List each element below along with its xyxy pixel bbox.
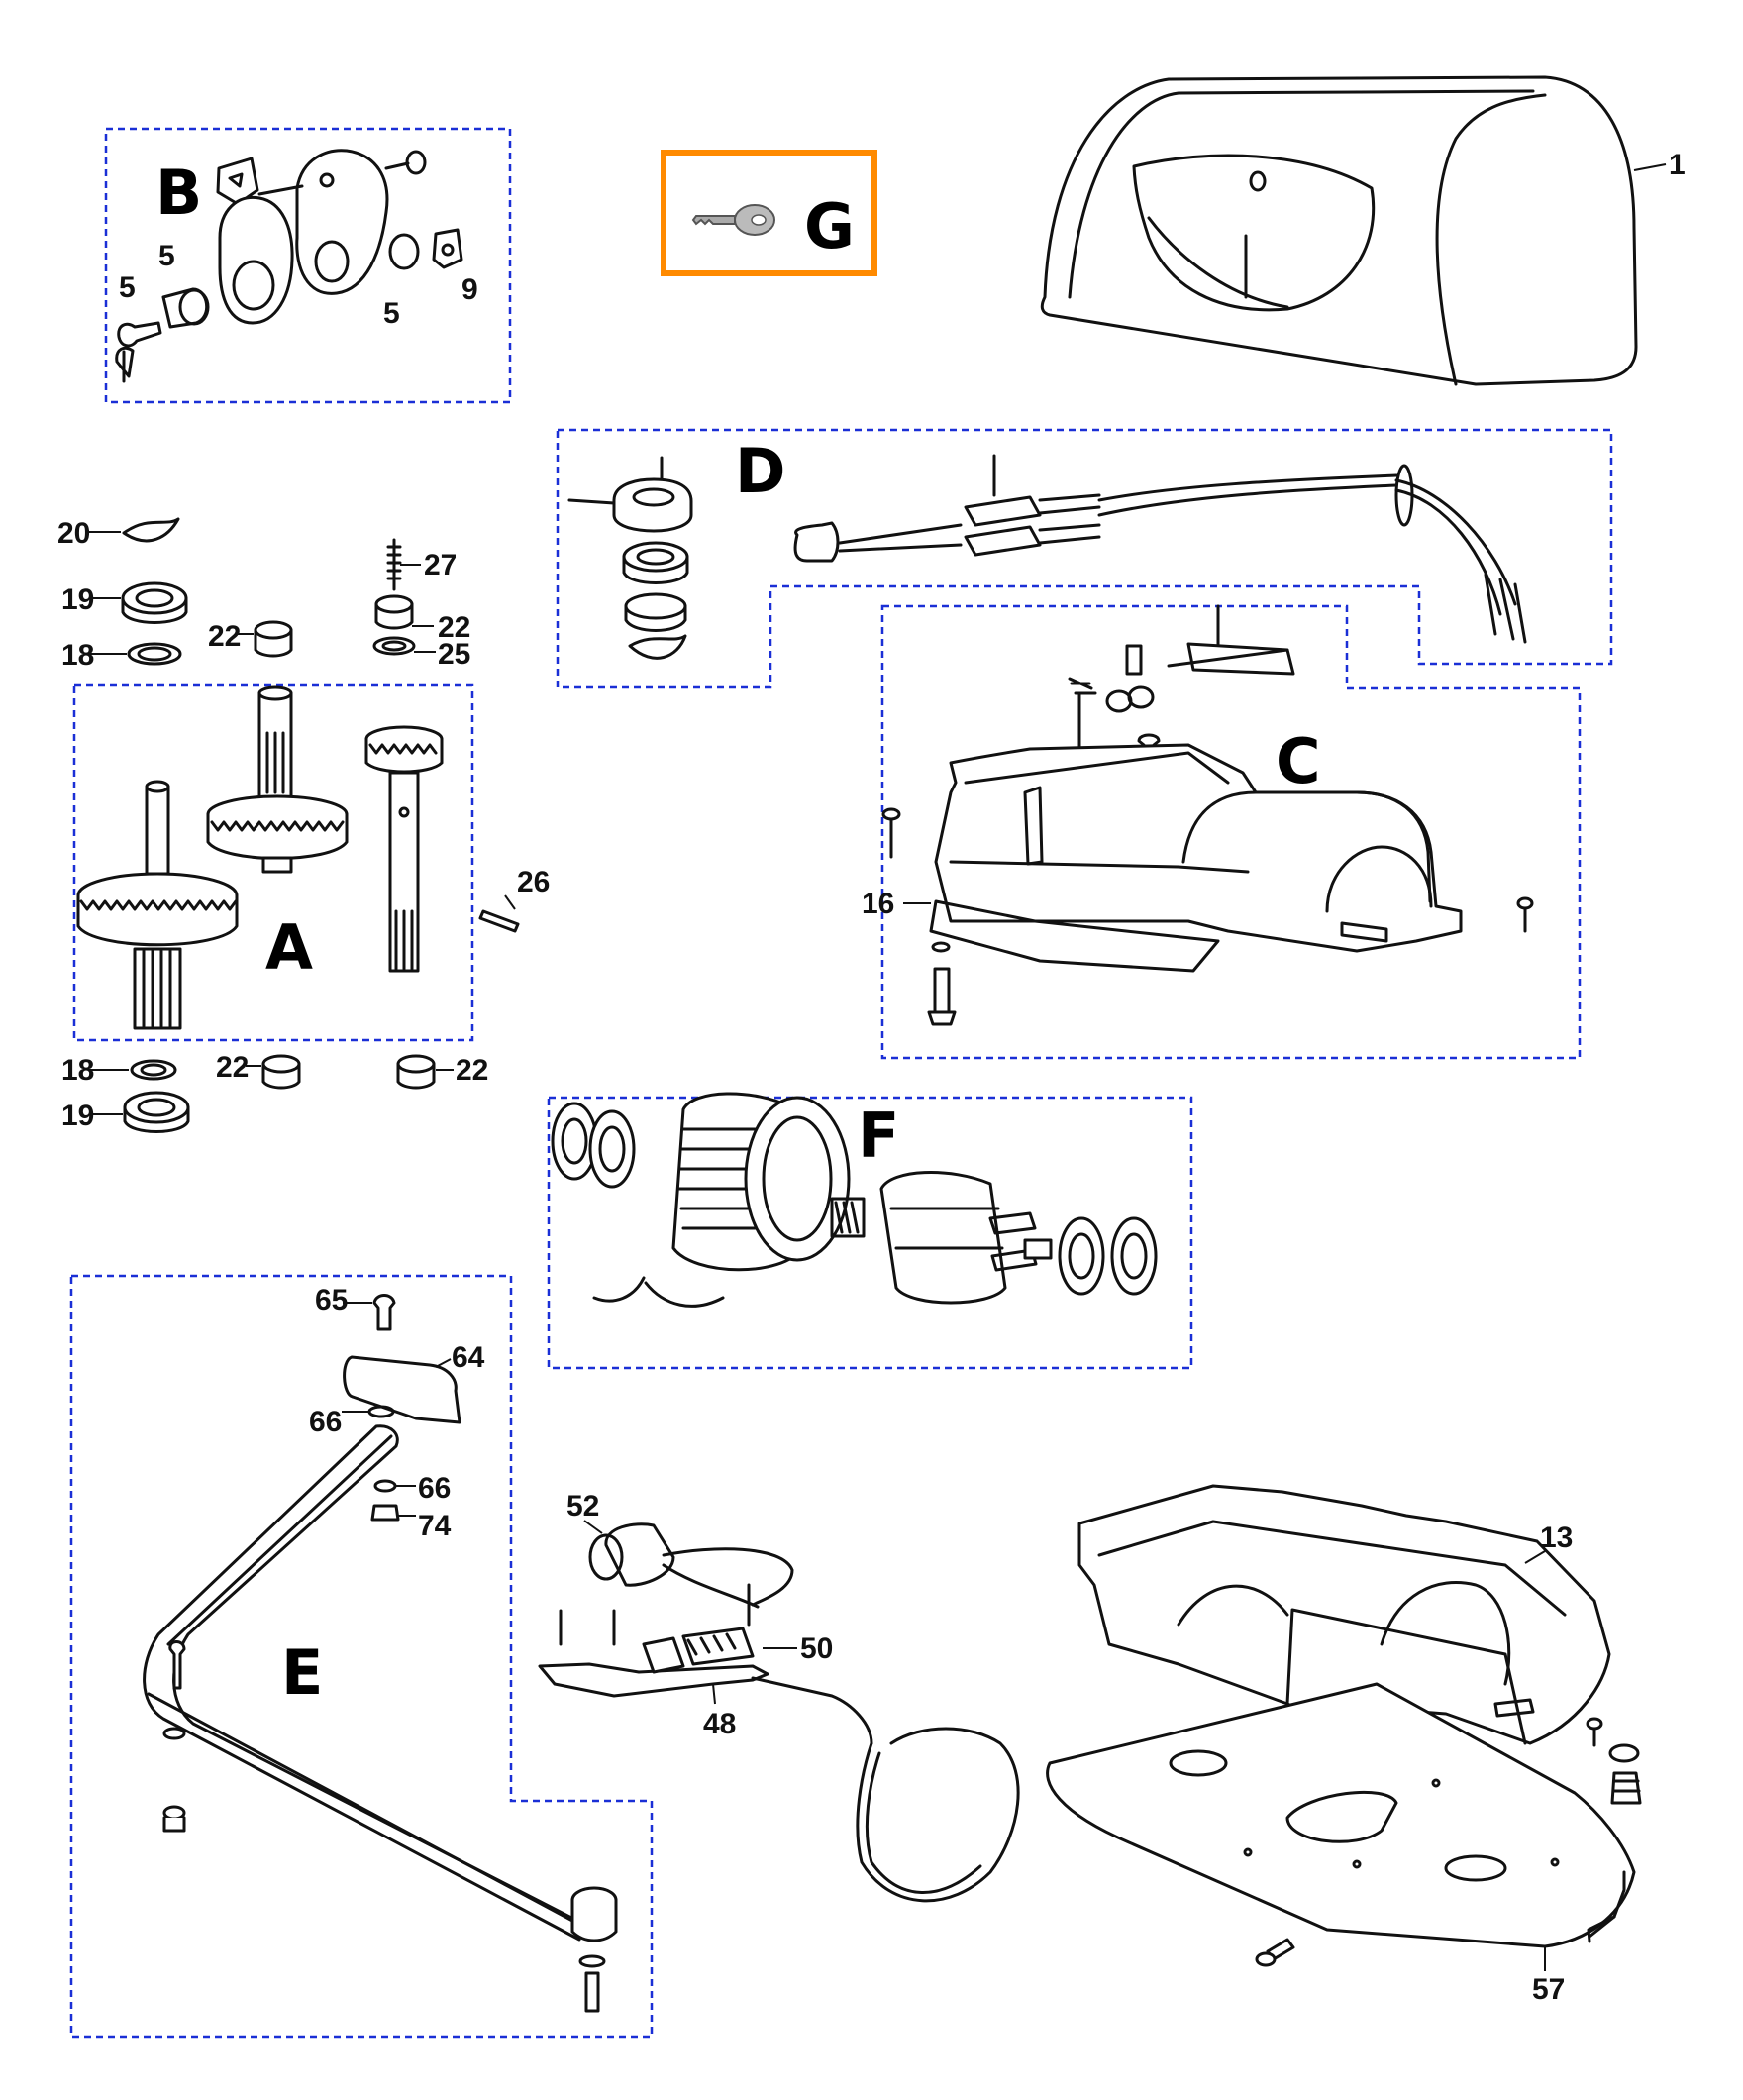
callout-b-5a: 5 <box>119 271 136 304</box>
callout-74: 74 <box>418 1510 452 1542</box>
callout-64: 64 <box>452 1341 485 1374</box>
limit-switch-assembly <box>567 454 1527 660</box>
callout-13: 13 <box>1540 1522 1573 1554</box>
electrical-parts <box>538 1520 1020 1903</box>
callout-25: 25 <box>438 638 470 671</box>
motor-assembly <box>551 1092 1158 1308</box>
group-label-b: B <box>155 157 202 229</box>
bearing-parts-lower <box>89 1054 454 1133</box>
callout-27: 27 <box>424 549 457 581</box>
callout-19b: 19 <box>61 1100 94 1132</box>
frame-group-d <box>556 428 1613 689</box>
callout-22c: 22 <box>216 1051 249 1084</box>
callout-22b: 22 <box>438 611 470 644</box>
frame-group-a <box>72 683 474 1042</box>
callout-1: 1 <box>1669 149 1686 181</box>
callout-26: 26 <box>517 866 550 898</box>
callout-57: 57 <box>1532 1973 1565 2006</box>
callout-66b: 66 <box>418 1472 451 1505</box>
callout-18b: 18 <box>61 1054 94 1087</box>
bearing-parts-upper <box>89 517 436 666</box>
cover-housing <box>1040 75 1667 386</box>
key-icon <box>691 204 775 236</box>
callout-b-5c: 5 <box>383 297 400 330</box>
callout-65: 65 <box>315 1284 348 1316</box>
group-label-d: D <box>735 435 785 507</box>
lock-assembly <box>115 149 463 383</box>
group-label-e: E <box>281 1636 323 1709</box>
base-plate <box>1046 1682 1642 1971</box>
callout-52: 52 <box>566 1490 599 1522</box>
callout-66a: 66 <box>309 1406 342 1438</box>
callout-18a: 18 <box>61 639 94 672</box>
arm-assembly <box>143 1294 618 2013</box>
gearbox-housing <box>881 604 1534 1026</box>
group-label-f: F <box>858 1100 899 1172</box>
callout-16: 16 <box>862 888 894 920</box>
frame-group-f <box>547 1096 1193 1370</box>
group-label-c: C <box>1276 725 1321 797</box>
callout-b-9: 9 <box>461 273 478 306</box>
frame-group-e <box>69 1274 654 2039</box>
callout-50: 50 <box>800 1632 833 1665</box>
pin-26 <box>478 894 520 933</box>
frame-group-c <box>880 604 1582 1060</box>
gear-shaft-assembly <box>76 685 444 1030</box>
callout-b-5b: 5 <box>158 240 175 272</box>
frame-group-b <box>104 127 512 404</box>
callout-22a: 22 <box>208 620 241 653</box>
callout-22d: 22 <box>456 1054 488 1087</box>
callout-20: 20 <box>57 517 90 550</box>
frame-group-g <box>661 150 877 276</box>
callout-48: 48 <box>703 1708 736 1740</box>
callout-19a: 19 <box>61 583 94 616</box>
group-label-g: G <box>804 190 855 262</box>
group-label-a: A <box>265 911 313 984</box>
